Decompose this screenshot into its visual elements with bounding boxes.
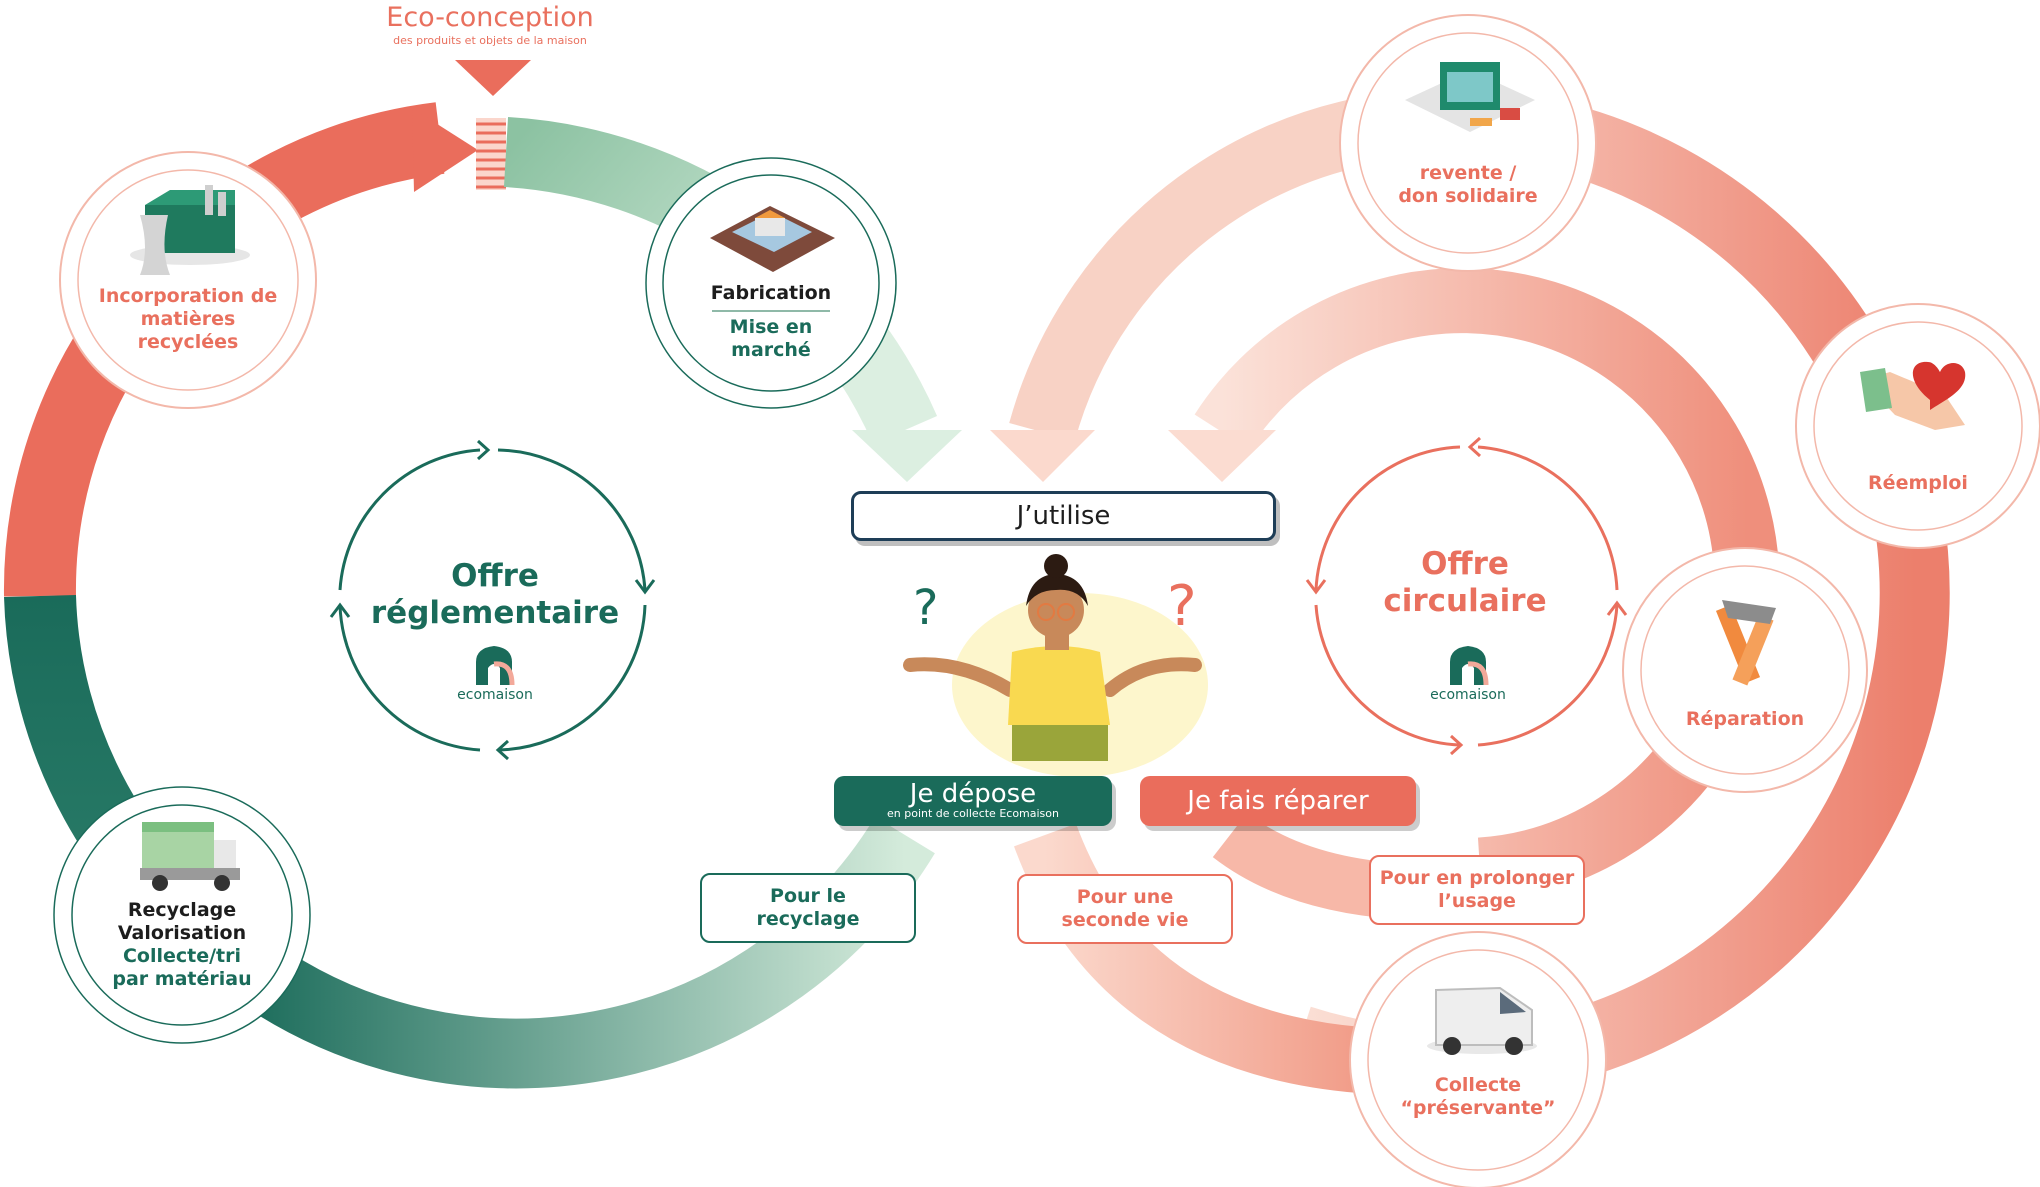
offre-circulaire-line1: Offre xyxy=(1421,546,1509,582)
fabrication-line2: marché xyxy=(731,339,811,361)
revente-line2: don solidaire xyxy=(1398,185,1538,207)
left-inner-cycle xyxy=(329,439,656,761)
pour-recyclage-line1: Pour le xyxy=(770,885,846,907)
heart-hand-icon xyxy=(1860,361,1966,430)
person-illustration xyxy=(903,554,1208,777)
question-mark-left: ? xyxy=(913,580,939,636)
pour-recyclage-line2: recyclage xyxy=(756,908,860,930)
pour-seconde-vie-box: Pour une seconde vie xyxy=(1017,874,1233,944)
ecomaison-brand-left: ecomaison xyxy=(457,687,533,703)
van-icon xyxy=(1427,986,1537,1055)
je-depose-pill: Je dépose en point de collecte Ecomaison xyxy=(834,776,1112,826)
node-reemploi xyxy=(1795,303,2040,549)
right-inner-cycle xyxy=(1305,436,1628,756)
pour-recyclage-box: Pour le recyclage xyxy=(700,873,916,943)
collecte-line2: “préservante” xyxy=(1400,1097,1556,1119)
pour-seconde-vie-line2: seconde vie xyxy=(1061,909,1189,931)
fabrication-title: Fabrication xyxy=(710,282,832,304)
shop-icon xyxy=(1405,62,1535,132)
reemploi-label: Réemploi xyxy=(1868,472,1968,494)
collecte-line1: Collecte xyxy=(1434,1074,1522,1096)
ecomaison-brand-right: ecomaison xyxy=(1430,687,1506,703)
recyclage-line1: Collecte/tri xyxy=(122,945,242,967)
eco-conception-hatch xyxy=(476,118,506,190)
recyclage-title2: Valorisation xyxy=(117,922,247,944)
fabrication-line1: Mise en xyxy=(729,316,813,338)
je-fais-reparer-label: Je fais réparer xyxy=(1187,786,1369,816)
recyclage-line2: par matériau xyxy=(112,968,252,990)
offre-reglementaire-line2: réglementaire xyxy=(370,595,620,631)
pour-prolonger-line2: l’usage xyxy=(1438,890,1516,912)
recyclage-label: Recyclage Valorisation Collecte/tri par … xyxy=(82,899,282,991)
top-green-arrowhead xyxy=(852,430,962,482)
je-fais-reparer-pill: Je fais réparer xyxy=(1140,776,1416,826)
node-collecte xyxy=(1349,931,1607,1187)
warehouse-icon xyxy=(710,206,835,272)
revente-label: revente / don solidaire xyxy=(1368,162,1568,208)
revente-line1: revente / xyxy=(1419,162,1517,184)
pour-seconde-vie-line1: Pour une xyxy=(1076,886,1174,908)
recyclage-title1: Recyclage xyxy=(127,899,237,921)
incorporation-line3: recyclées xyxy=(137,331,239,353)
offre-reglementaire-line1: Offre xyxy=(451,558,539,594)
node-fabrication xyxy=(645,157,897,409)
collecte-label: Collecte “préservante” xyxy=(1378,1074,1578,1120)
hammer-icon xyxy=(1715,600,1776,686)
offre-circulaire-title: Offre circulaire xyxy=(1315,546,1615,620)
fabrication-divider xyxy=(712,310,830,312)
incorporation-label: Incorporation de matières recyclées xyxy=(88,285,288,354)
ecomaison-logo-icon xyxy=(476,646,515,686)
right-inner-arc xyxy=(1194,268,1780,903)
left-cycle-bottom-arc xyxy=(218,816,935,1089)
j-utilise-label: J’utilise xyxy=(1016,501,1111,531)
je-depose-label: Je dépose xyxy=(909,779,1037,809)
je-depose-sublabel: en point de collecte Ecomaison xyxy=(887,807,1059,820)
node-incorporation xyxy=(59,151,317,409)
fabrication-label: Fabrication Mise en marché xyxy=(681,282,861,362)
eco-conception-title: Eco-conception xyxy=(386,2,594,33)
node-recyclage xyxy=(53,786,311,1044)
right-inner-arrowhead xyxy=(1168,430,1276,482)
incorporation-line2: matières xyxy=(140,308,236,330)
eco-conception-arrow xyxy=(455,60,531,96)
node-revente xyxy=(1339,14,1597,272)
offre-circulaire-line2: circulaire xyxy=(1383,583,1547,619)
incorporation-line1: Incorporation de xyxy=(98,285,278,307)
factory-icon xyxy=(130,185,250,275)
reparation-label: Réparation xyxy=(1685,708,1805,730)
right-outer-arrowhead xyxy=(990,430,1095,482)
left-cycle-red-arrowhead xyxy=(412,108,478,192)
question-mark-right: ? xyxy=(1167,574,1197,639)
ecomaison-logo-icon xyxy=(1450,646,1489,686)
eco-conception-subtitle: des produits et objets de la maison xyxy=(393,34,587,47)
pour-prolonger-line1: Pour en prolonger xyxy=(1379,867,1575,889)
truck-icon xyxy=(140,822,240,891)
j-utilise-pill: J’utilise xyxy=(851,491,1276,541)
pour-prolonger-box: Pour en prolonger l’usage xyxy=(1369,855,1585,925)
offre-reglementaire-title: Offre réglementaire xyxy=(345,558,645,632)
